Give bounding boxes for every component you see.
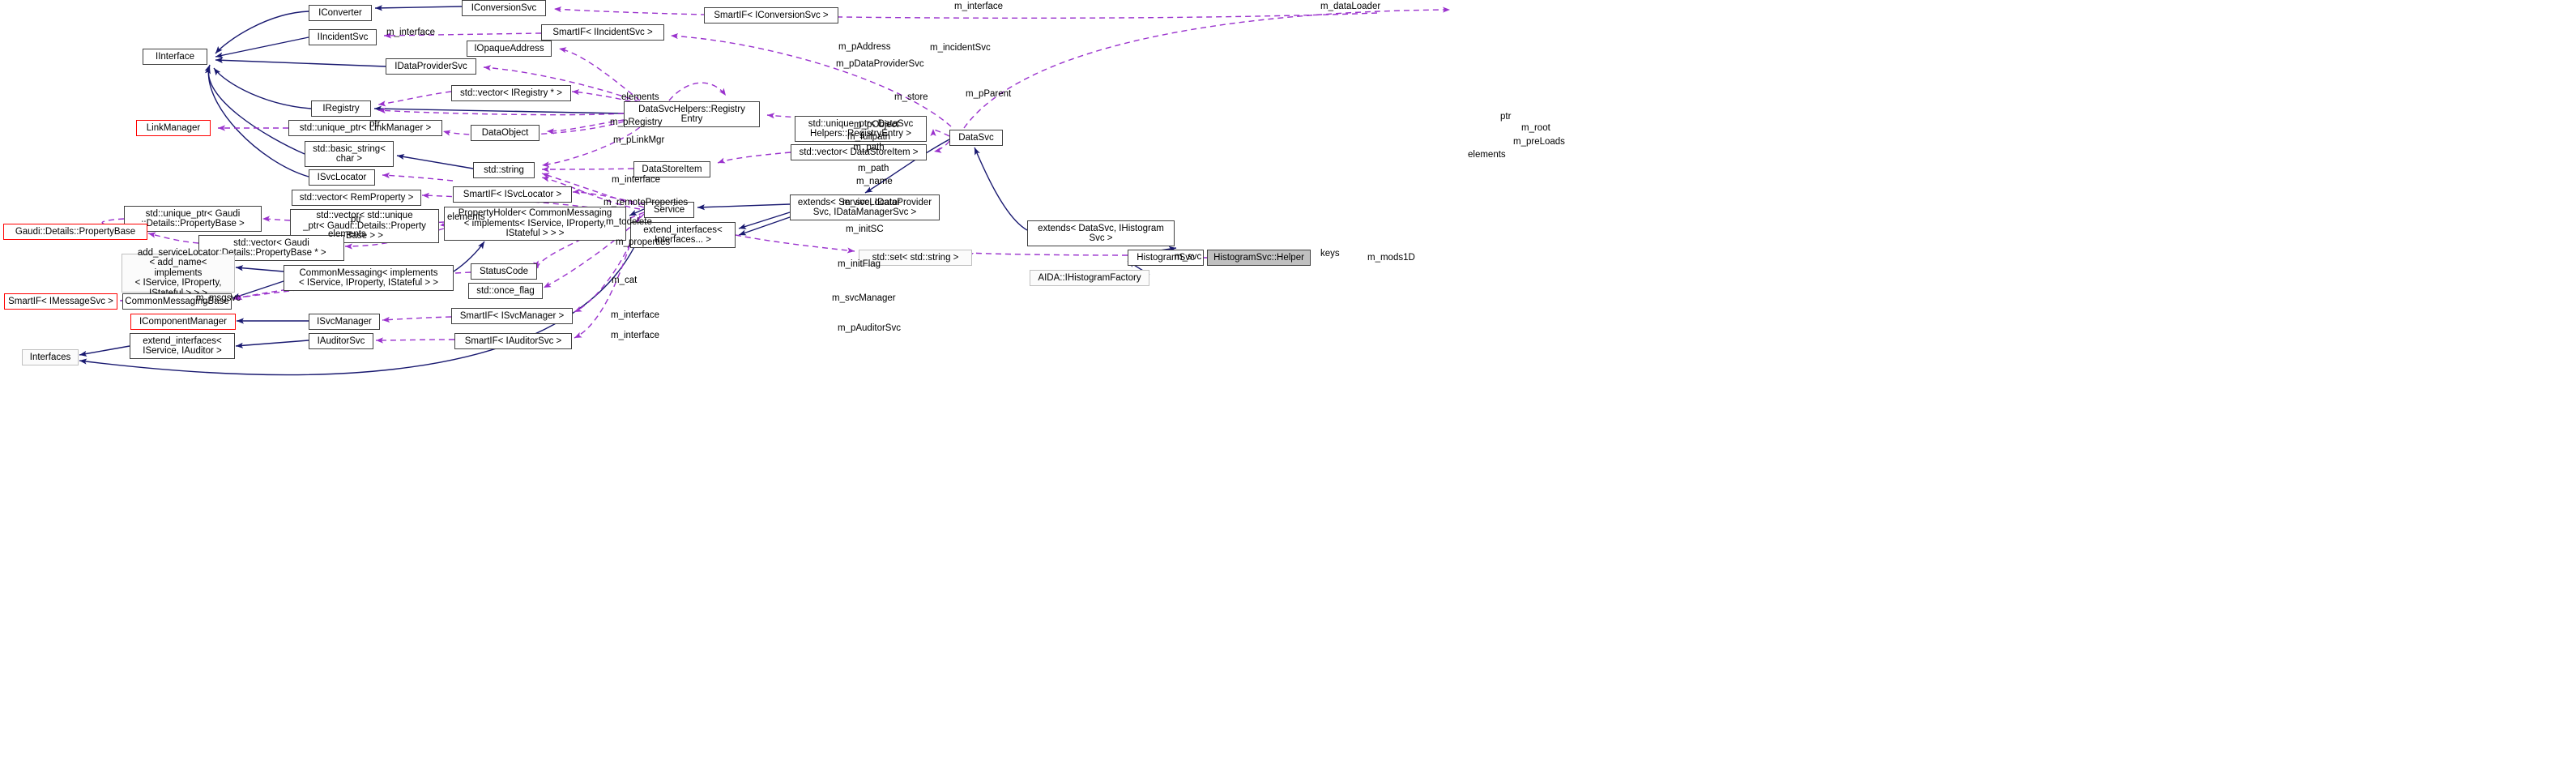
edge-label-l_elements_pb: elements [328,229,366,239]
uml-node-linkmanager[interactable]: LinkManager [136,120,211,136]
uml-node-smartif_iincident[interactable]: SmartIF< IIncidentSvc > [541,24,664,41]
edge-label-l_pregistry: m_pRegistry [610,118,663,127]
uml-node-iregistry[interactable]: IRegistry [311,100,371,117]
edge-label-l_pobject: m_pObject [854,120,899,130]
uml-node-helper[interactable]: HistogramSvc::Helper [1207,250,1311,266]
edge-label-l_svc: m_svc [1175,252,1202,262]
edge-label-l_interface_svcmgr: m_interface [611,310,660,320]
uml-node-iconversionsvc[interactable]: IConversionSvc [462,0,546,16]
uml-node-smartif_isvcloc[interactable]: SmartIF< ISvcLocator > [453,186,572,203]
uml-node-iconverter[interactable]: IConverter [309,5,372,21]
uml-node-uptr_linkmanager[interactable]: std::unique_ptr< LinkManager > [288,120,442,136]
edge-label-l_initsc: m_initSC [846,224,884,234]
uml-node-aida_histofactory[interactable]: AIDA::IHistogramFactory [1030,270,1149,286]
edge-label-l_ptr_prop: ptr [351,215,362,224]
uml-node-service[interactable]: Service [644,202,694,218]
edge-label-l_msgsvc: m_msgsvc [196,293,241,303]
edge-label-l_preloads: m_preLoads [1513,137,1565,147]
uml-node-dataobject[interactable]: DataObject [471,125,540,141]
edge-label-l_properties: m_properties [616,237,671,247]
uml-node-add_servicelocator[interactable]: add_serviceLocator < add_name< implement… [122,248,235,298]
uml-node-iincidentsvc[interactable]: IIncidentSvc [309,29,377,45]
uml-node-smartif_iconvsvc[interactable]: SmartIF< IConversionSvc > [704,7,838,24]
uml-node-smartif_iauditor[interactable]: SmartIF< IAuditorSvc > [454,333,572,349]
edge-label-l_svclocator: m_svcLocator [842,198,901,207]
uml-node-statuscode[interactable]: StatusCode [471,263,537,280]
uml-node-commonmessaging[interactable]: CommonMessaging< implements < IService, … [284,265,454,291]
uml-node-set_string[interactable]: std::set< std::string > [859,250,972,266]
edge-label-l_name: m_name [856,177,893,186]
edge-label-l_interface_svcloc: m_interface [612,175,661,185]
edge-label-l_keys: keys [1320,249,1340,259]
uml-node-extend_interfaces[interactable]: extend_interfaces< Interfaces... > [630,222,736,248]
edge-label-l_mods1d: m_mods1D [1367,253,1415,263]
uml-node-stdstring[interactable]: std::string [473,162,535,178]
uml-node-extend_iservice[interactable]: extend_interfaces< IService, IAuditor > [130,333,235,359]
edge-label-l_elements_prop: elements [447,212,485,222]
edge-label-l_pauditorsvc: m_pAuditorSvc [838,323,901,333]
uml-node-extends_service[interactable]: extends< Service, IDataProvider Svc, IDa… [790,194,940,220]
edge-label-l_interface_inc: m_interface [386,28,436,37]
uml-node-vec_remproperty[interactable]: std::vector< RemProperty > [292,190,421,206]
edge-label-l_incidentsvc: m_incidentSvc [930,43,991,53]
edge-label-l_elements_reg: elements [621,92,659,102]
edge-label-l_dataloader: m_dataLoader [1320,2,1381,11]
uml-node-basic_string[interactable]: std::basic_string< char > [305,141,394,167]
uml-node-iopaqueaddress[interactable]: IOpaqueAddress [467,41,552,57]
uml-node-smartif_imessage[interactable]: SmartIF< IMessageSvc > [4,293,117,310]
edge-label-l_svcmanager: m_svcManager [832,293,896,303]
edge-label-l_ptr_link: ptr [369,119,381,129]
uml-node-isvcmanager[interactable]: ISvcManager [309,314,380,330]
edge-label-l_remoteprops: m_remoteProperties [603,198,689,207]
edge-label-l_pdataprovider: m_pDataProviderSvc [836,59,924,69]
edge-label-l_todelete: m_todelete [606,217,652,227]
edge-label-l_fullpath: m_fullpath m_path [847,132,891,152]
uml-node-vec_iregistry[interactable]: std::vector< IRegistry * > [451,85,571,101]
uml-node-datastoreitem[interactable]: DataStoreItem [633,161,710,177]
edge-label-l_plinkmgr: m_pLinkMgr [613,135,665,145]
edge-label-l_elements_dsi: elements [1468,150,1506,160]
edge-label-l_cat: m_cat [612,276,638,285]
uml-node-icomponentmanager[interactable]: IComponentManager [130,314,236,330]
uml-node-idataprovidersvc[interactable]: IDataProviderSvc [386,58,476,75]
edge-label-l_pparent: m_pParent [966,89,1012,99]
uml-node-iinterface[interactable]: IInterface [143,49,207,65]
uml-node-iauditorsvc[interactable]: IAuditorSvc [309,333,373,349]
edge-label-l_ptr_reg: ptr [1500,112,1512,122]
edge-label-l_interface_aud: m_interface [611,331,660,340]
edge-label-l_address: m_pAddress [838,42,891,52]
uml-node-interfaces[interactable]: Interfaces [22,349,79,365]
edge-label-l_initflag: m_initFlag [838,259,881,269]
uml-node-datasvc[interactable]: DataSvc [949,130,1003,146]
edge-label-l_path: m_path [858,164,889,173]
edge-label-l_store: m_store [894,92,928,102]
uml-node-propertybase[interactable]: Gaudi::Details::PropertyBase [3,224,147,240]
uml-node-isvclocator[interactable]: ISvcLocator [309,169,375,186]
uml-node-smartif_isvcmgr[interactable]: SmartIF< ISvcManager > [451,308,573,324]
uml-node-extends_datasvc[interactable]: extends< DataSvc, IHistogram Svc > [1027,220,1175,246]
edge-label-l_root: m_root [1521,123,1550,133]
edge-label-l_interface_top: m_interface [954,2,1004,11]
uml-node-once_flag[interactable]: std::once_flag [468,283,543,299]
